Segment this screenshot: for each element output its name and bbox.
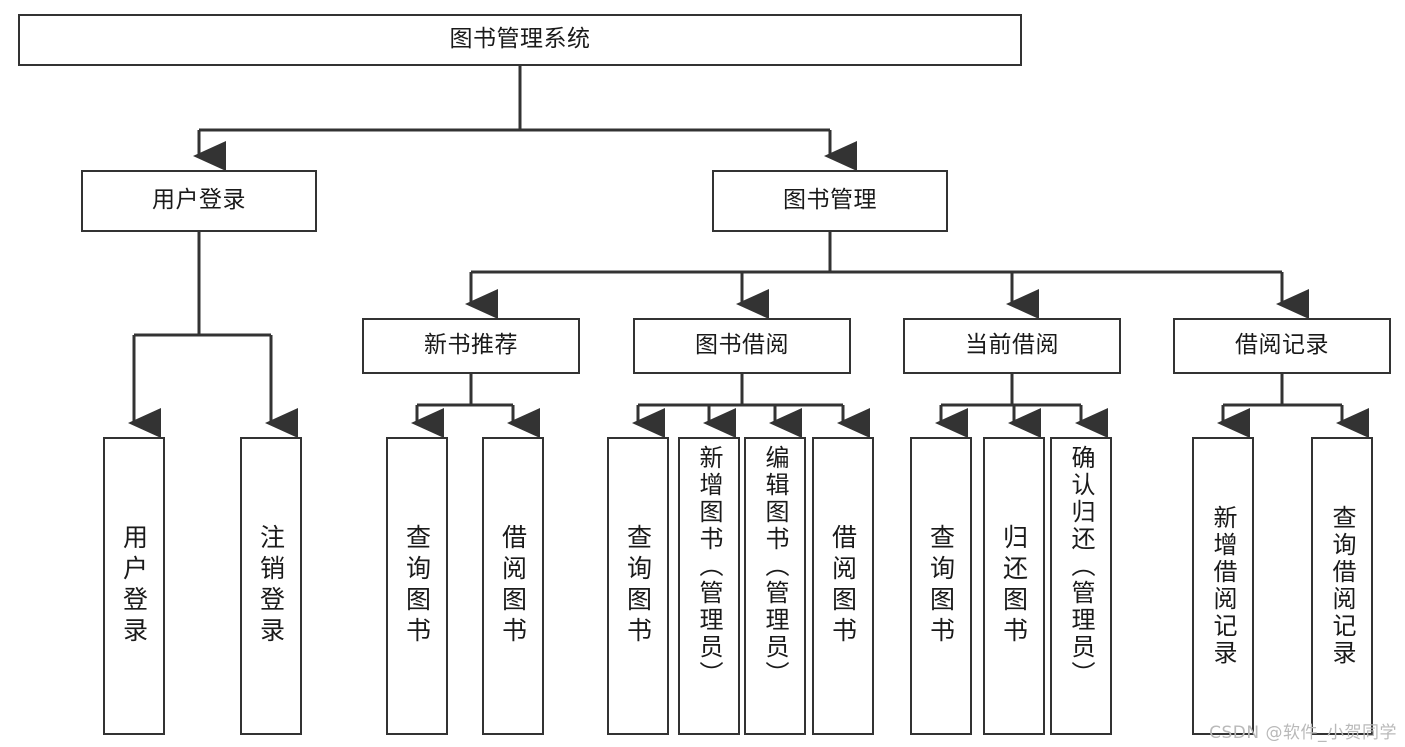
node-leaf-borrow-book-label: 借阅图书	[828, 524, 858, 648]
node-leaf-return-book-label: 归还图书	[999, 524, 1029, 648]
node-root[interactable]: 图书管理系统	[18, 14, 1022, 66]
node-leaf-query-book-borrow-label: 查询图书	[623, 524, 653, 648]
csdn-watermark: CSDN @软件_小贺同学	[1209, 723, 1397, 743]
node-leaf-borrow-book[interactable]: 借阅图书	[812, 437, 874, 735]
node-leaf-edit-book[interactable]: 编辑图书（管理员）	[744, 437, 806, 735]
node-leaf-query-book-borrow[interactable]: 查询图书	[607, 437, 669, 735]
node-leaf-add-book-label: 新增图书（管理员）	[695, 445, 723, 688]
node-user-login[interactable]: 用户登录	[81, 170, 317, 232]
node-leaf-add-borrow-record-label: 新增借阅记录	[1209, 505, 1237, 667]
node-leaf-confirm-return[interactable]: 确认归还（管理员）	[1050, 437, 1112, 735]
node-borrow-record-label: 借阅记录	[1235, 332, 1329, 359]
node-leaf-user-logout-label: 注销登录	[256, 524, 286, 648]
node-leaf-user-login-label: 用户登录	[119, 524, 149, 648]
node-leaf-query-book-recommend[interactable]: 查询图书	[386, 437, 448, 735]
node-user-login-label: 用户登录	[152, 187, 246, 214]
node-new-book-recommend[interactable]: 新书推荐	[362, 318, 580, 374]
node-leaf-confirm-return-label: 确认归还（管理员）	[1067, 445, 1095, 688]
node-leaf-add-borrow-record[interactable]: 新增借阅记录	[1192, 437, 1254, 735]
node-leaf-borrow-book-recommend[interactable]: 借阅图书	[482, 437, 544, 735]
node-borrow-record[interactable]: 借阅记录	[1173, 318, 1391, 374]
node-new-book-recommend-label: 新书推荐	[424, 332, 518, 359]
node-leaf-query-borrow-record-label: 查询借阅记录	[1328, 505, 1356, 667]
node-leaf-user-logout[interactable]: 注销登录	[240, 437, 302, 735]
node-book-borrow-label: 图书借阅	[695, 332, 789, 359]
node-current-borrow-label: 当前借阅	[965, 332, 1059, 359]
node-book-manage[interactable]: 图书管理	[712, 170, 948, 232]
node-leaf-edit-book-label: 编辑图书（管理员）	[761, 445, 789, 688]
node-leaf-return-book[interactable]: 归还图书	[983, 437, 1045, 735]
node-leaf-user-login[interactable]: 用户登录	[103, 437, 165, 735]
node-leaf-query-book-current[interactable]: 查询图书	[910, 437, 972, 735]
node-leaf-query-borrow-record[interactable]: 查询借阅记录	[1311, 437, 1373, 735]
node-book-borrow[interactable]: 图书借阅	[633, 318, 851, 374]
node-book-manage-label: 图书管理	[783, 187, 877, 214]
node-root-label: 图书管理系统	[449, 26, 591, 53]
node-leaf-query-book-recommend-label: 查询图书	[402, 524, 432, 648]
node-leaf-query-book-current-label: 查询图书	[926, 524, 956, 648]
node-leaf-borrow-book-recommend-label: 借阅图书	[498, 524, 528, 648]
node-leaf-add-book[interactable]: 新增图书（管理员）	[678, 437, 740, 735]
node-current-borrow[interactable]: 当前借阅	[903, 318, 1121, 374]
